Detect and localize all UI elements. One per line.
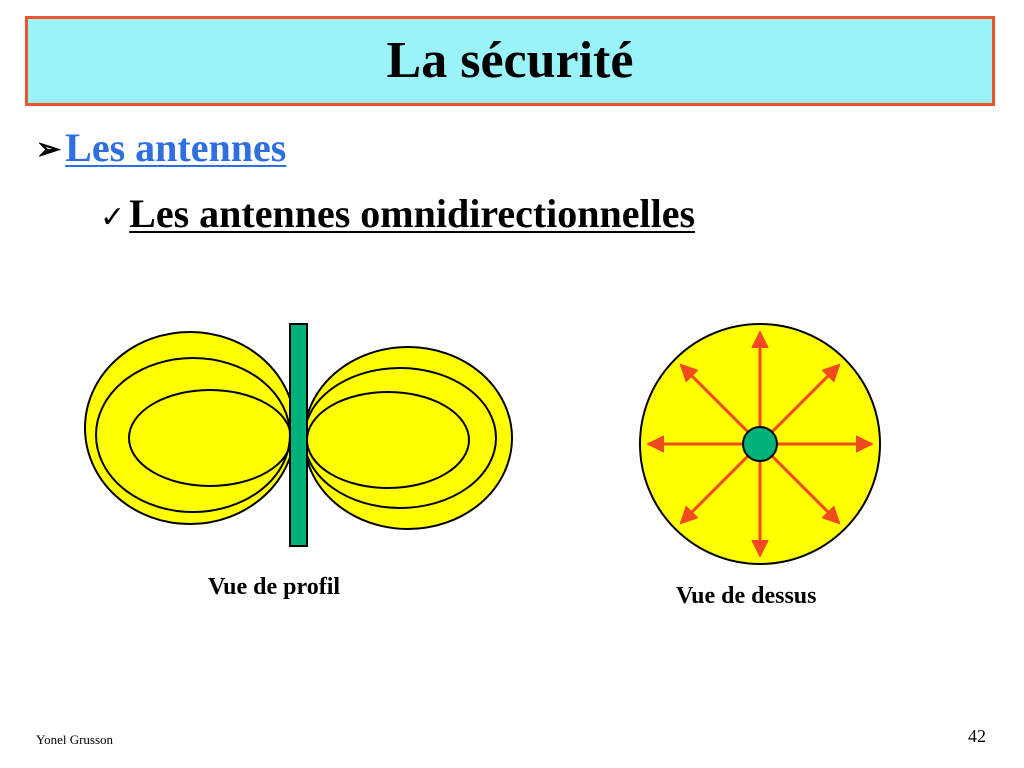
bullet-level1-text[interactable]: Les antennes bbox=[65, 125, 287, 170]
right-lobe-outer bbox=[303, 346, 513, 530]
antenna-mast bbox=[289, 323, 308, 547]
radiation-arrow bbox=[771, 455, 841, 525]
right-radiation-lobe bbox=[303, 346, 513, 530]
bullet-level2: ✓ Les antennes omnidirectionnelles bbox=[100, 190, 695, 237]
caption-profile-view: Vue de profil bbox=[208, 574, 341, 600]
checkmark-bullet-icon: ✓ bbox=[100, 200, 126, 235]
profile-view bbox=[84, 323, 513, 547]
radiation-arrow bbox=[771, 363, 841, 433]
radiation-arrow bbox=[679, 363, 749, 433]
bullet-level2-text: Les antennes omnidirectionnelles bbox=[129, 191, 696, 236]
caption-top-view: Vue de dessus bbox=[676, 583, 817, 609]
radiation-arrows bbox=[646, 330, 874, 558]
top-view bbox=[639, 323, 881, 565]
footer-author: Yonel Grusson bbox=[36, 732, 114, 747]
left-radiation-lobe bbox=[84, 331, 296, 525]
antenna-top bbox=[742, 426, 778, 462]
left-lobe-outer bbox=[84, 331, 296, 525]
page-number: 42 bbox=[968, 726, 986, 746]
arrow-bullet-icon: ➢ bbox=[36, 133, 62, 166]
bullet-level1: ➢ Les antennes bbox=[36, 124, 286, 171]
title-box: La sécurité bbox=[25, 16, 995, 106]
radiation-arrow bbox=[679, 455, 749, 525]
slide-title: La sécurité bbox=[386, 32, 634, 89]
